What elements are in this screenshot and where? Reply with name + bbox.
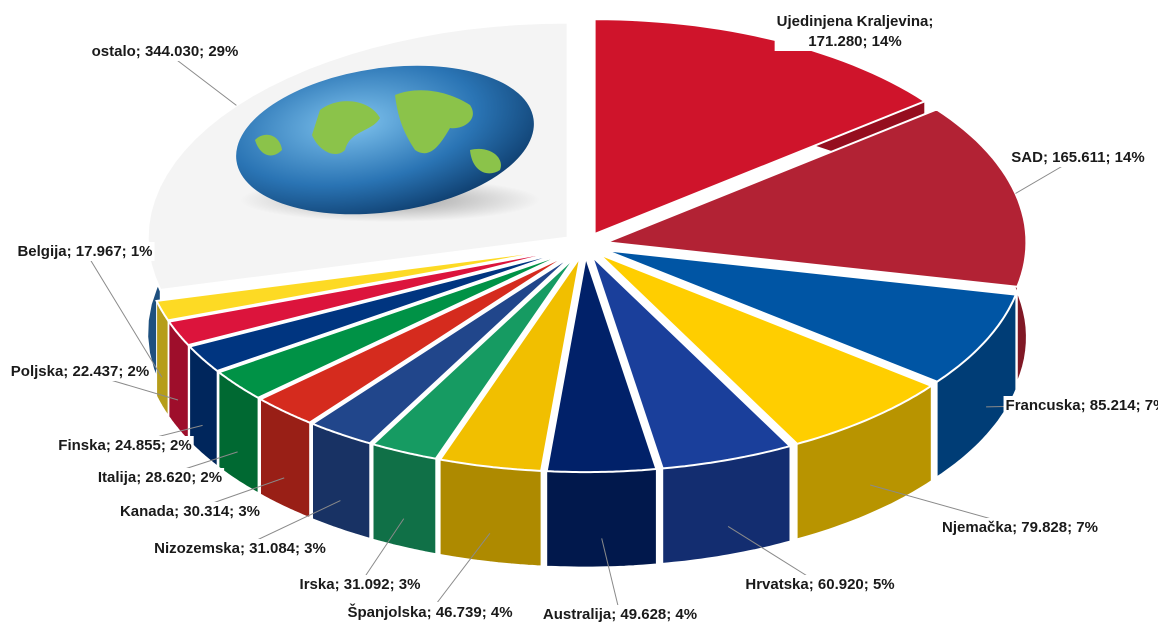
slice-finska [187,250,567,373]
slice-label: ostalo; 344.030; 29% [92,43,239,60]
slice-label-bg [56,436,194,455]
slice-label-bg [89,42,241,61]
slice-label-bg [95,468,225,487]
slice-label: Hrvatska; 60.920; 5% [745,576,894,593]
slice-label-bg [743,575,897,594]
leader-line [429,532,491,613]
slice-label-bg [540,605,700,624]
slice-label: Ujedinjena Kraljevina;171.280; 14% [777,13,934,50]
slice-label-bg [1009,148,1147,167]
leader-line [359,518,405,585]
slice-label-bg [152,539,328,558]
slice-label: Njemačka; 79.828; 7% [942,519,1098,536]
slice-label: Francuska; 85.214; 7% [1006,397,1158,414]
slice-australija [545,256,658,474]
slice-label-bg [8,362,152,381]
slice-label: SAD; 165.611; 14% [1011,149,1144,166]
slice-italija [216,251,569,399]
slice-label-bg [297,575,423,594]
slice-labels: Ujedinjena Kraljevina;171.280; 14% SAD; 1… [8,12,1158,624]
leader-line [601,538,621,615]
slice-njema-ka [598,253,934,446]
slice-label: Italija; 28.620; 2% [98,469,222,486]
slice-belgija [155,247,565,322]
slice-label-bg [940,518,1100,537]
globe-icon [236,65,540,222]
leader-line [84,250,163,378]
slice-kanada [258,252,571,424]
slice-label: Poljska; 22.437; 2% [11,363,149,380]
slice-nizozemska [310,254,574,445]
slice-side-irska [372,443,437,555]
slice-label-bg [345,602,515,622]
slice-side--panjolska [439,458,542,567]
slice-label-bg [1003,396,1158,415]
slice-label: Irska; 31.092; 3% [300,576,421,593]
slice-hrvatska [591,255,792,470]
slice-poljska [167,248,565,347]
slice-label: Finska; 24.855; 2% [58,437,191,454]
slice-label: Nizozemska; 31.084; 3% [154,540,326,557]
slice--panjolska [438,256,582,472]
slice-label-bg [15,242,155,261]
slice-label-bg [774,12,936,51]
slice-side-australija [546,468,657,568]
slice-label-bg [117,502,263,521]
leader-line [727,525,821,585]
slice-label: Australija; 49.628; 4% [543,606,697,623]
slice-francuska [604,249,1018,383]
pie-top-layer [146,18,1028,474]
slice-label: Španjolska; 46.739; 4% [347,603,512,621]
slice-label: Kanada; 30.314; 3% [120,503,260,520]
slice-label: Belgija; 17.967; 1% [17,243,152,260]
slice-irska [370,255,577,460]
